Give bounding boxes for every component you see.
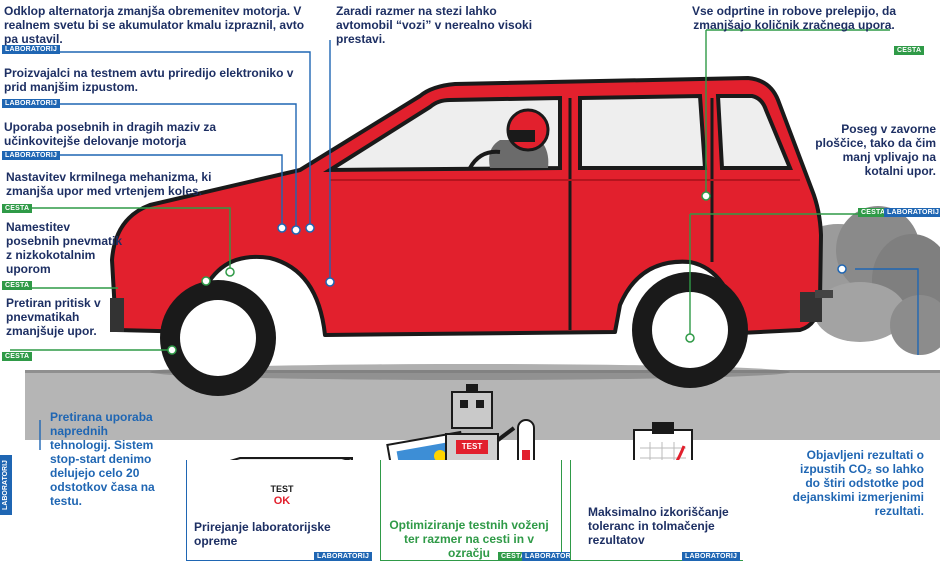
device-status: OK: [273, 495, 291, 507]
box-road-optimization: [380, 460, 562, 561]
label-tolerances: Maksimalno izkoriščanje toleranc in tolm…: [588, 505, 729, 547]
box-tolerances: [570, 460, 743, 561]
tag-road: CESTA: [498, 552, 529, 561]
tag-road: CESTA: [2, 281, 33, 290]
tag-road: CESTA: [858, 208, 889, 217]
factor-start-stop: Pretirana uporaba naprednih tehnologij. …: [50, 410, 155, 508]
tag-road: CESTA: [2, 204, 33, 213]
tag-road: CESTA: [894, 46, 925, 55]
tag-laboratory: LABORATORIJ: [2, 151, 61, 160]
factor-lubricants: Uporaba posebnih in dragih maziv za učin…: [4, 120, 217, 148]
tag-laboratory: LABORATORIJ: [522, 552, 581, 561]
factor-brake-mechanism: Nastavitev krmilnega mehanizma, ki zmanj…: [6, 170, 212, 198]
connector-dots: [167, 191, 847, 355]
label-lab-equipment: Prirejanje laboratorijske opreme: [194, 520, 331, 548]
robot-label: TEST: [461, 442, 483, 451]
factor-sealing: Vse odprtine in robove prelepijo, da zma…: [691, 4, 897, 32]
box-lab-equipment: [186, 460, 357, 561]
tag-laboratory: LABORATORIJ: [314, 552, 373, 561]
label-road-optimization: Optimiziranje testnih voženj ter razmer …: [389, 518, 549, 560]
factor-weight: Zaradi razmer na stezi lahko avtomobil “…: [336, 4, 533, 46]
tag-road: CESTA: [2, 352, 33, 361]
factor-published: Objavljeni rezultati o izpustih CO₂ so l…: [792, 448, 924, 518]
factor-electronics: Proizvajalci na testnem avtu priredijo e…: [4, 66, 294, 94]
factor-tyre-pressure: Pretiran pritisk v pnevmatikah zmanjšuje…: [6, 296, 101, 338]
device-brand: TEST: [270, 484, 294, 494]
factor-brake-pads: Poseg v zavorne ploščice, tako da čim ma…: [815, 122, 936, 178]
tag-laboratory: LABORATORIJ: [884, 208, 940, 217]
front-wheel: [160, 280, 276, 396]
driver-helmet: [468, 108, 550, 170]
tag-laboratory-vertical: LABORATORIJ: [0, 455, 12, 515]
tag-laboratory: LABORATORIJ: [2, 99, 61, 108]
tag-laboratory: LABORATORIJ: [2, 45, 61, 54]
tag-laboratory: LABORATORIJ: [682, 552, 741, 561]
factor-special-tyres: Namestitev posebnih pnevmatik z nizkokot…: [6, 220, 123, 276]
factor-alternator: Odklop alternatorja zmanjša obremenitev …: [4, 4, 305, 46]
